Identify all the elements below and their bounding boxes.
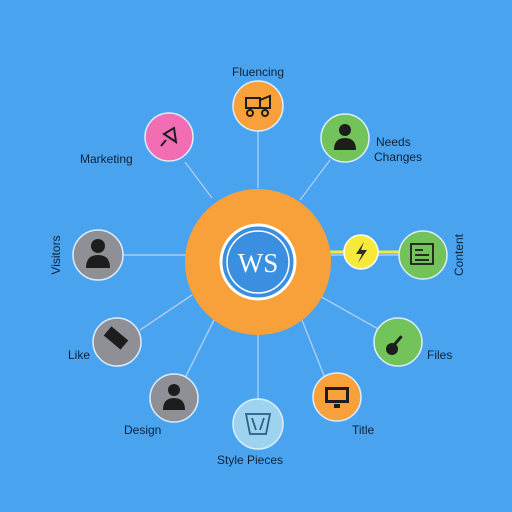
label-fluencing: Fluencing — [232, 65, 284, 79]
pin-icon — [160, 126, 178, 147]
label-design: Design — [124, 423, 161, 437]
user-icon — [334, 124, 356, 150]
node-files[interactable] — [373, 317, 423, 367]
spokes — [122, 128, 400, 400]
label-like: Like — [68, 348, 90, 362]
label-visitors: Visitors — [49, 235, 63, 274]
hub-logo-ring — [219, 223, 297, 301]
label-marketing: Marketing — [80, 152, 133, 166]
lightning-icon[interactable] — [343, 234, 379, 270]
node-visitors[interactable] — [72, 229, 124, 281]
label-style-pieces: Style Pieces — [217, 453, 283, 467]
spoke-like — [139, 294, 193, 331]
guitar-icon — [386, 335, 403, 355]
puzzle-icon — [244, 413, 272, 435]
label-files: Files — [427, 348, 452, 362]
person-icon — [163, 384, 185, 410]
spoke-marketing — [184, 161, 213, 199]
machine-icon — [245, 94, 271, 117]
spoke-title — [299, 314, 326, 379]
node-style-pieces[interactable] — [232, 398, 284, 450]
spoke-design — [184, 317, 216, 379]
label-title: Title — [352, 423, 375, 437]
tag-icon — [103, 326, 129, 350]
spoke-files — [317, 294, 381, 331]
label-changes: Changes — [374, 150, 422, 164]
hub-node[interactable]: WS — [185, 189, 331, 335]
spoke-needs-changes — [299, 159, 331, 201]
node-title[interactable] — [312, 372, 362, 422]
label-needs: Needs — [376, 135, 411, 149]
document-icon — [410, 243, 434, 265]
user-icon — [86, 239, 110, 268]
node-fluencing[interactable] — [232, 80, 284, 132]
hub-label: WS — [238, 248, 279, 278]
node-marketing[interactable] — [144, 112, 194, 162]
monitor-icon — [325, 387, 349, 408]
node-design[interactable] — [149, 373, 199, 423]
node-content[interactable] — [398, 230, 448, 280]
node-needs-changes[interactable] — [320, 113, 370, 163]
label-content: Content — [452, 233, 466, 276]
node-like[interactable] — [92, 317, 142, 367]
